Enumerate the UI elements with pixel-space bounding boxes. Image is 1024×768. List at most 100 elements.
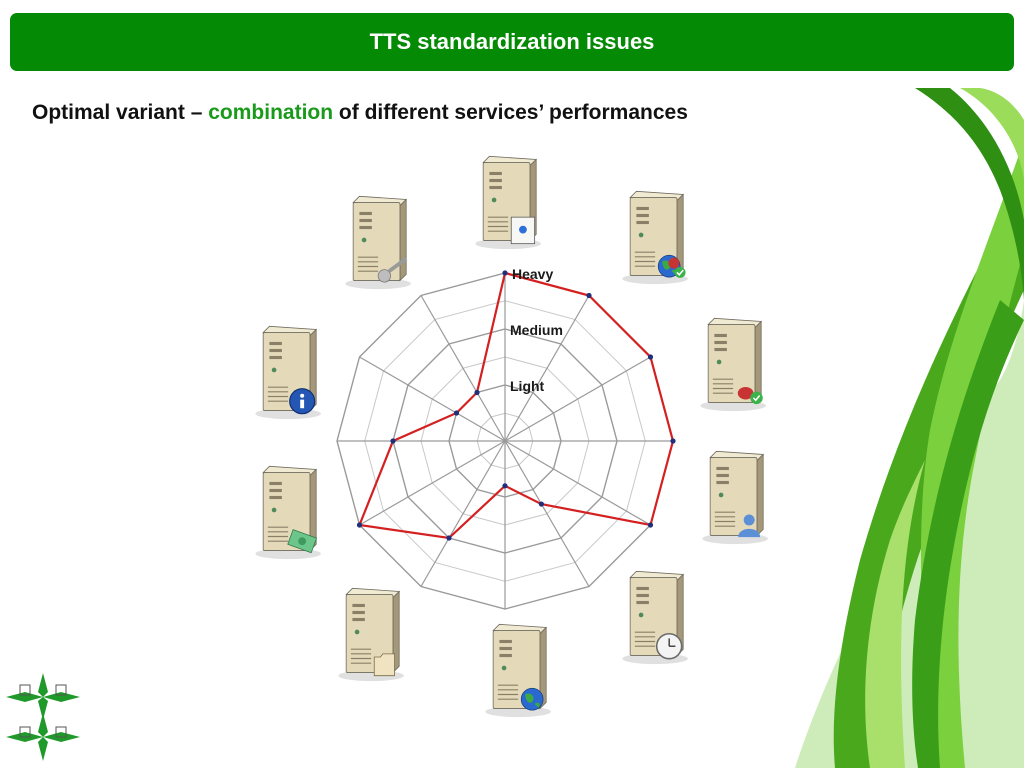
profile-point-8 [446, 535, 452, 541]
globe-land [534, 702, 540, 708]
grid-spoke-8 [420, 440, 506, 587]
server-user [702, 450, 768, 545]
server-shadow [700, 400, 766, 412]
server-slot [636, 220, 649, 225]
server-slot [499, 646, 512, 651]
alert-user-icon [737, 386, 763, 405]
server-led [271, 507, 277, 513]
server-led [638, 232, 644, 238]
key-bow [377, 269, 391, 283]
profile-points [356, 270, 676, 541]
server-slot [636, 593, 649, 598]
grid-spoke-3 [504, 356, 651, 442]
user-body [738, 528, 761, 538]
document-icon [510, 216, 536, 245]
key-icon [377, 257, 408, 283]
server-led [354, 629, 360, 635]
server-side [754, 320, 762, 404]
server-key [345, 195, 411, 290]
server-slot [269, 481, 282, 486]
server-slot [269, 355, 282, 360]
server-slot [714, 347, 727, 352]
server-slot [714, 340, 727, 345]
server-slot [716, 466, 729, 471]
server-slot [636, 586, 649, 591]
server-globe [485, 623, 551, 718]
server-slot [352, 617, 365, 622]
money-icon [287, 529, 318, 554]
server-slot [269, 488, 282, 493]
server-slot [489, 171, 502, 176]
subtitle-highlight: combination [208, 101, 334, 124]
folder-icon [373, 653, 395, 677]
server-led [501, 665, 507, 671]
profile-point-1 [502, 270, 508, 276]
info-dot [300, 393, 305, 398]
title-bar: TTS standardization issues [10, 13, 1014, 71]
grid-spoke-9 [359, 440, 506, 526]
server-slot [269, 348, 282, 353]
server-slot [499, 639, 512, 644]
subtitle-suffix: of different services’ performances [333, 101, 688, 124]
compass-logo [6, 673, 80, 761]
profile-point-10 [390, 438, 396, 444]
globe-user-icon [657, 254, 686, 278]
user-icon [738, 514, 761, 538]
server-led [638, 612, 644, 618]
profile-point-3 [647, 354, 654, 360]
server-slot [714, 333, 727, 338]
server-slot [359, 218, 372, 223]
profile-point-11 [453, 410, 460, 416]
grid-spoke-12 [420, 295, 506, 442]
server-money [255, 465, 321, 560]
user-head [743, 514, 755, 526]
server-slot [489, 185, 502, 190]
check-mark [676, 269, 684, 276]
server-slot [636, 206, 649, 211]
server-clock [622, 570, 688, 665]
folder-shape [373, 653, 395, 677]
document-dot [519, 225, 527, 234]
service-servers [255, 155, 768, 718]
alert-circle [668, 257, 680, 269]
slide-title: TTS standardization issues [369, 29, 655, 54]
server-slot [636, 213, 649, 218]
grid-spoke-11 [359, 356, 506, 442]
globe-icon [520, 687, 544, 711]
check-mark [752, 395, 761, 402]
server-slot [269, 341, 282, 346]
profile-point-7 [502, 483, 508, 489]
level-label-light: Light [510, 378, 545, 394]
server-slot [499, 653, 512, 658]
server-led [716, 359, 722, 365]
server-side [756, 453, 764, 537]
server-slot [352, 610, 365, 615]
server-globe-user [622, 190, 688, 285]
level-label-medium: Medium [510, 322, 563, 338]
grid-spoke-2 [504, 295, 590, 442]
level-label-heavy: Heavy [512, 266, 553, 282]
slide-subtitle: Optimal variant – combination of differe… [32, 101, 688, 125]
profile-point-12 [474, 389, 480, 396]
profile-point-5 [647, 522, 654, 528]
profile-point-4 [670, 438, 676, 444]
banknote-mark [298, 537, 307, 546]
key-shaft [387, 257, 408, 273]
grid-spoke-6 [504, 440, 590, 587]
server-document [475, 155, 541, 250]
server-alert-user [700, 317, 766, 412]
server-led [271, 367, 277, 373]
info-icon [289, 388, 316, 415]
server-slot [269, 495, 282, 500]
server-folder [338, 587, 404, 682]
server-side [399, 198, 407, 282]
profile-point-2 [586, 292, 592, 299]
server-slot [716, 480, 729, 485]
clock-face [655, 632, 683, 660]
check-circle [674, 266, 686, 278]
grid-spoke-5 [504, 440, 651, 526]
server-info [255, 325, 321, 420]
profile-point-9 [356, 522, 363, 528]
